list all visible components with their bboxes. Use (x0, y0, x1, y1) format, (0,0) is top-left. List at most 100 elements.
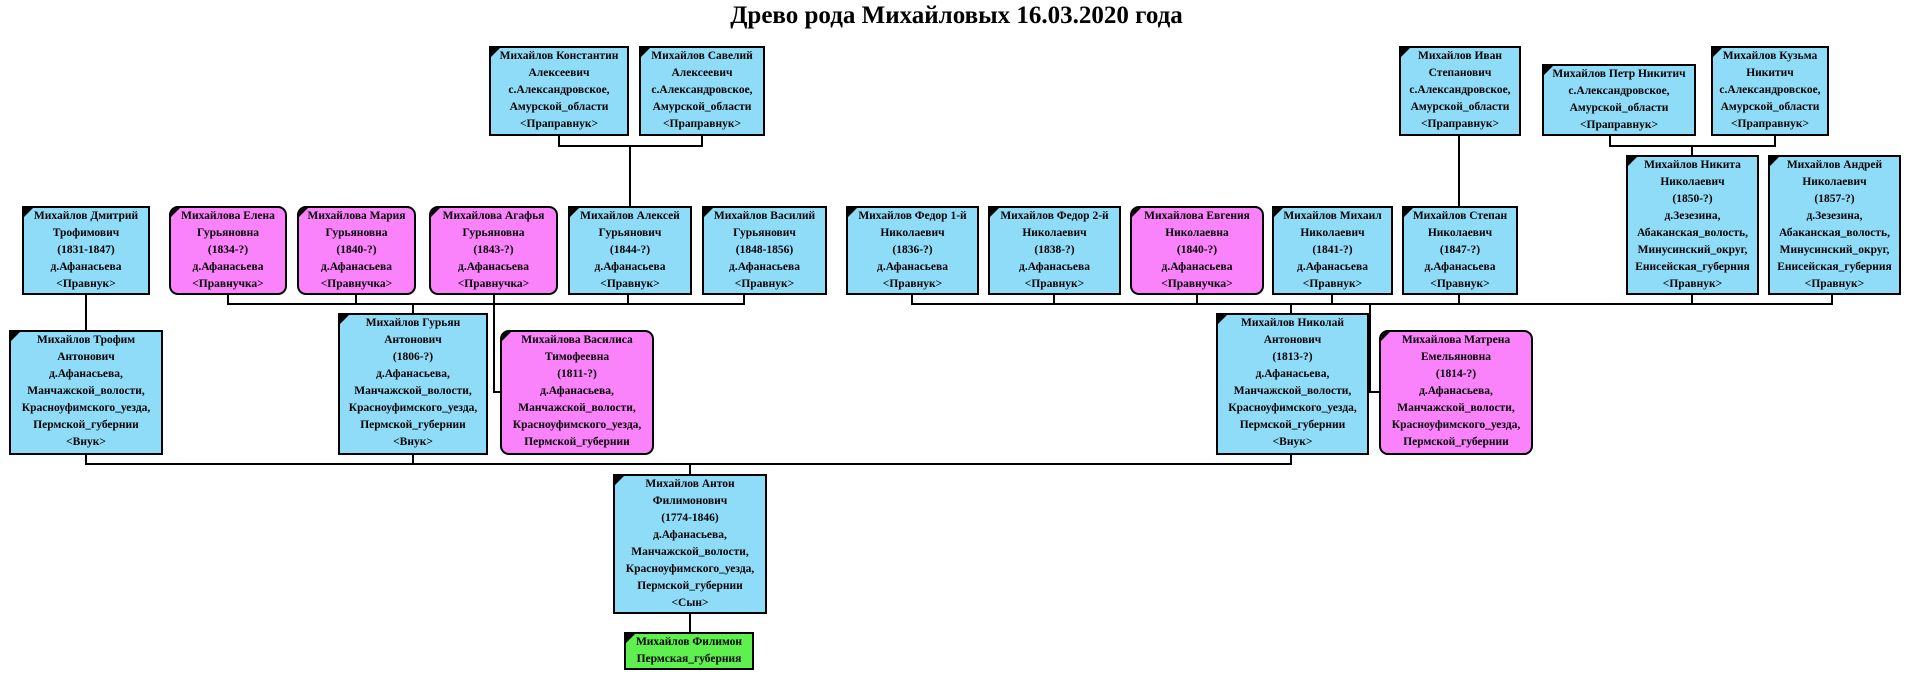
person-place: д.Афанасьева (50, 261, 122, 273)
corner-marker-icon (626, 634, 635, 643)
person-nikolay[interactable]: Михайлов Николай Антонович (1813-?) д.Аф… (1216, 313, 1369, 455)
person-patronymic: Николаевич (1427, 227, 1493, 239)
corner-marker-icon (502, 332, 511, 341)
person-place: д.Афанасьева (877, 261, 948, 273)
person-relation: <Правнук> (600, 278, 660, 290)
person-place: д.Зезезина, (1806, 210, 1863, 222)
person-volost: Манчажской_волости, (1233, 385, 1352, 397)
corner-marker-icon (171, 208, 180, 217)
person-maria[interactable]: Михайлова Мария Гурьяновна (1840-?) д.Аф… (297, 206, 416, 295)
person-place: Пермская_губерния (636, 653, 742, 665)
person-place: д.Афанасьева (1161, 261, 1233, 273)
person-place: с.Александровское, (651, 84, 753, 96)
person-relation: <Праправнук> (519, 118, 599, 130)
person-uezd: Красноуфимского_уезда, (348, 402, 478, 414)
person-ivan[interactable]: Михайлов Иван Степанович с.Александровск… (1399, 46, 1521, 136)
corner-marker-icon (570, 208, 579, 217)
person-place: д.Афанасьева, (1419, 385, 1493, 397)
person-guryan[interactable]: Михайлов Гурьян Антонович (1806-?) д.Афа… (338, 313, 488, 455)
person-region: Амурской_области (1410, 101, 1510, 113)
person-name: Михайлов Антон (645, 478, 735, 490)
person-name: Михайлов Степан (1412, 210, 1508, 222)
person-relation: <Сын> (671, 597, 709, 609)
person-relation: <Праправнук> (1420, 118, 1500, 130)
person-filimon[interactable]: Михайлов Филимон Пермская_губерния (624, 632, 754, 670)
person-konstantin[interactable]: Михайлов Константин Алексеевич с.Алексан… (489, 46, 629, 136)
person-region: Амурской_области (652, 101, 752, 113)
corner-marker-icon (704, 208, 713, 217)
person-name: Михайлов Дмитрий (33, 210, 139, 222)
person-patronymic: Алексеевич (528, 67, 590, 79)
chart-title: Древо рода Михайловых 16.03.2020 года (730, 2, 1183, 29)
person-vasilisa[interactable]: Михайлова Василиса Тимофеевна (1811-?) д… (500, 330, 654, 455)
corner-marker-icon (1713, 48, 1722, 57)
person-relation: <Внук> (1272, 436, 1313, 448)
person-saveliy[interactable]: Михайлов Савелий Алексеевич с.Александро… (639, 46, 765, 136)
corner-marker-icon (24, 208, 33, 217)
person-name: Михайлов Трофим (36, 334, 136, 346)
person-dmitriy[interactable]: Михайлов Дмитрий Трофимович (1831-1847) … (22, 206, 150, 295)
person-relation: <Правнук> (734, 278, 795, 290)
corner-marker-icon (1132, 208, 1141, 217)
person-place: д.Зезезина, (1664, 210, 1721, 222)
person-fedor-1[interactable]: Михайлов Федор 1-й Николаевич (1836-?) д… (846, 206, 979, 295)
person-place: д.Афанасьева (192, 261, 264, 273)
person-name: Михайлов Филимон (635, 636, 743, 648)
person-place: с.Александровское, (1719, 84, 1821, 96)
person-volost: Абаканская_волость, (1637, 227, 1748, 239)
person-andrey[interactable]: Михайлов Андрей Николаевич (1857-?) д.Зе… (1768, 155, 1901, 295)
person-fedor-2[interactable]: Михайлов Федор 2-й Николаевич (1838-?) д… (988, 206, 1121, 295)
corner-marker-icon (1770, 157, 1779, 166)
person-elena[interactable]: Михайлова Елена Гурьяновна (1834-?) д.Аф… (169, 206, 287, 295)
person-relation: <Внук> (66, 436, 106, 448)
person-relation: <Правнук> (1804, 278, 1865, 290)
person-uezd: Красноуфимского_уезда, (512, 419, 642, 431)
person-uezd: Красноуфимского_уезда, (21, 402, 151, 414)
person-patronymic: Трофимович (52, 227, 120, 239)
person-petr[interactable]: Михайлов Петр Никитич с.Александровское,… (1542, 64, 1696, 136)
person-matrena[interactable]: Михайлова Матрена Емельяновна (1814-?) д… (1379, 330, 1533, 455)
person-kuzma[interactable]: Михайлов Кузьма Никитич с.Александровско… (1711, 46, 1829, 136)
person-dates: (1857-?) (1814, 193, 1855, 205)
corner-marker-icon (1218, 315, 1227, 324)
person-place: д.Афанасьева, (376, 368, 450, 380)
person-dates: (1847-?) (1439, 244, 1481, 256)
corner-marker-icon (431, 208, 440, 217)
corner-marker-icon (491, 48, 500, 57)
person-relation: <Правнучка> (1161, 278, 1233, 290)
person-gubernia: Пермской_губернии (360, 419, 466, 431)
person-dates: (1848-1856) (735, 244, 794, 256)
person-trofim[interactable]: Михайлов Трофим Антонович д.Афанасьева, … (9, 330, 163, 455)
person-dates: (1836-?) (892, 244, 933, 256)
person-dates: (1834-?) (207, 244, 249, 256)
person-relation: <Правнук> (1430, 278, 1490, 290)
person-patronymic: Тимофеевна (544, 351, 610, 363)
person-anton[interactable]: Михайлов Антон Филимонович (1774-1846) д… (613, 474, 767, 614)
person-agafya[interactable]: Михайлова Агафья Гурьяновна (1843-?) д.А… (429, 206, 558, 295)
person-gubernia: Енисейская_губерния (1777, 261, 1892, 273)
person-region: Амурской_области (509, 101, 609, 113)
person-name: Михайлов Василий (713, 210, 816, 222)
person-mikhail[interactable]: Михайлов Михаил Николаевич (1841-?) д.Аф… (1272, 206, 1393, 295)
person-name: Михайлов Алексей (580, 210, 680, 222)
person-name: Михайлова Агафья (442, 210, 545, 222)
person-nikita[interactable]: Михайлов Никита Николаевич (1850-?) д.Зе… (1626, 155, 1759, 295)
person-stepan[interactable]: Михайлов Степан Николаевич (1847-?) д.Аф… (1402, 206, 1518, 295)
person-dates: (1814-?) (1435, 368, 1477, 380)
corner-marker-icon (848, 208, 857, 217)
person-region: Амурской_области (1569, 102, 1669, 114)
person-patronymic: Антонович (1263, 334, 1322, 346)
person-relation: <Правнучка> (320, 278, 393, 290)
person-name: Михайлов Андрей (1786, 159, 1883, 171)
person-vasiliy[interactable]: Михайлов Василий Гурьянович (1848-1856) … (702, 206, 827, 295)
person-evgeniya[interactable]: Михайлова Евгения Николаевна (1840-?) д.… (1130, 206, 1264, 295)
corner-marker-icon (1404, 208, 1413, 217)
person-patronymic: Гурьянович (733, 227, 796, 239)
person-aleksey[interactable]: Михайлов Алексей Гурьянович (1844-?) д.А… (568, 206, 692, 295)
person-name: Михайлов Никита (1644, 159, 1741, 171)
person-gubernia: Пермской_губернии (637, 580, 743, 592)
person-name: Михайлов Константин (499, 50, 619, 62)
person-uezd: Красноуфимского_уезда, (1228, 402, 1357, 414)
person-patronymic: Гурьянович (598, 227, 662, 239)
person-name: Михайлов Савелий (651, 50, 753, 62)
